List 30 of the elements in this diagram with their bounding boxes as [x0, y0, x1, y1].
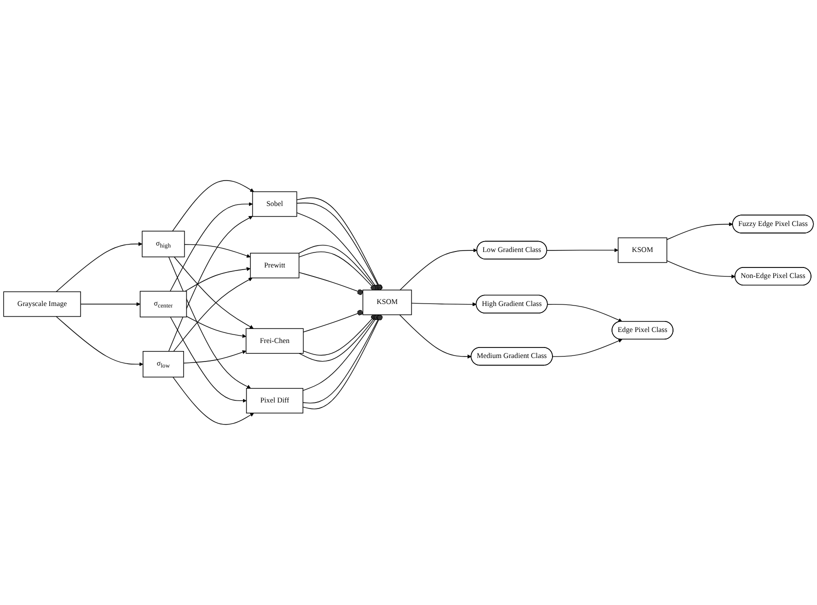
connector [298, 314, 378, 362]
arrow [552, 338, 622, 357]
connector [302, 310, 364, 332]
arrow [56, 242, 142, 292]
connector [298, 252, 376, 291]
arrow [400, 248, 478, 290]
arrow [547, 304, 622, 322]
arrow [172, 376, 254, 425]
connector [302, 314, 380, 391]
arrow [184, 267, 251, 292]
arrow [184, 244, 251, 258]
connector [302, 314, 377, 356]
arrow [170, 202, 253, 292]
arrow [56, 316, 144, 366]
arrow [168, 216, 253, 352]
arrow [80, 302, 140, 306]
arrow [170, 316, 247, 403]
arrow [546, 248, 618, 252]
arrow [411, 302, 477, 306]
arrow [174, 256, 254, 329]
connector [298, 244, 378, 290]
arrow [183, 350, 246, 364]
arrow [399, 314, 472, 359]
arrow [666, 260, 736, 278]
arrow [173, 278, 252, 352]
arrow [168, 256, 251, 389]
arrow [186, 316, 246, 338]
arrow [666, 222, 733, 240]
arrow [172, 180, 254, 232]
connector [298, 272, 364, 295]
